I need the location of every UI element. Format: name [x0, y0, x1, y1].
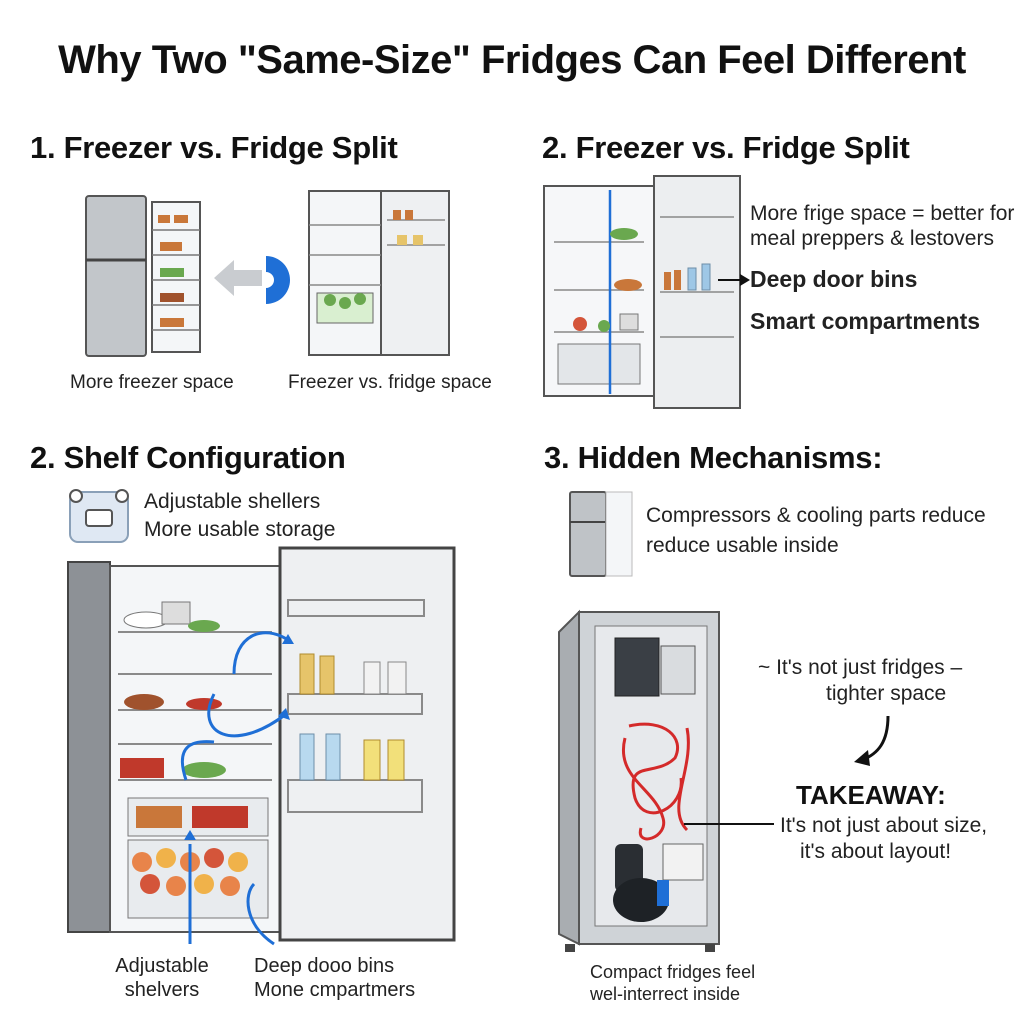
- section-2-note-line1: More frige space = better for: [750, 202, 1015, 225]
- section-2-callout-deep-door-bins: Deep door bins: [750, 266, 918, 292]
- section-4-aside-line2: tighter space: [826, 682, 947, 705]
- takeaway-line2: it's about layout!: [800, 840, 952, 863]
- open-fridge-illustration: [308, 190, 450, 356]
- section-4-caption-line1: Compact fridges feel: [590, 962, 756, 982]
- section-1-caption-right: Freezer vs. fridge space: [288, 372, 492, 393]
- section-2-callout-smart-compartments: Smart compartments: [750, 308, 981, 334]
- takeaway-pointer-line: [684, 823, 774, 825]
- section-4-caption-line2: wel-interrect inside: [590, 984, 741, 1004]
- section-3-label-right-line2: Mone cmpartmers: [254, 979, 416, 1001]
- section-1-heading: 1. Freezer vs. Fridge Split: [30, 130, 398, 165]
- page-title: Why Two "Same-Size" Fridges Can Feel Dif…: [58, 38, 966, 82]
- takeaway-title: TAKEAWAY:: [796, 780, 946, 810]
- section-1-caption-left: More freezer space: [70, 372, 234, 393]
- swap-arrow-icon: [214, 256, 290, 304]
- takeaway-line1: It's not just about size,: [780, 814, 988, 837]
- section-3-label-left-line2: shelvers: [124, 979, 200, 1001]
- curved-arrow-down-icon: [854, 715, 890, 766]
- section-4-aside-line1: ~ It's not just fridges –: [758, 656, 963, 679]
- section-4-note-line2: reduce usable inside: [646, 534, 839, 557]
- section-3-label-left-line1: Adjustable: [115, 955, 209, 977]
- section-4-heading: 3. Hidden Mechanisms:: [544, 440, 883, 475]
- small-fridge-icon: [569, 491, 633, 577]
- fridge-freezer-illustration: [85, 195, 201, 357]
- section-4-note-line1: Compressors & cooling parts reduce: [646, 504, 986, 527]
- fridge-cutaway-illustration: [558, 609, 720, 952]
- section-3-heading: 2. Shelf Configuration: [30, 440, 346, 475]
- adjustable-shelf-icon: [69, 489, 129, 543]
- section-3-note-line1: Adjustable shellers: [144, 490, 321, 513]
- section-2-note-line2: meal preppers & lestovers: [750, 227, 994, 250]
- section-3-note-line2: More usable storage: [144, 518, 336, 541]
- arrow-right-icon: [718, 274, 750, 286]
- section-3-label-right-line1: Deep dooo bins: [254, 955, 395, 977]
- large-open-fridge-illustration: [67, 546, 456, 946]
- open-fridge-split-illustration: [543, 175, 741, 409]
- section-2-heading: 2. Freezer vs. Fridge Split: [542, 130, 910, 165]
